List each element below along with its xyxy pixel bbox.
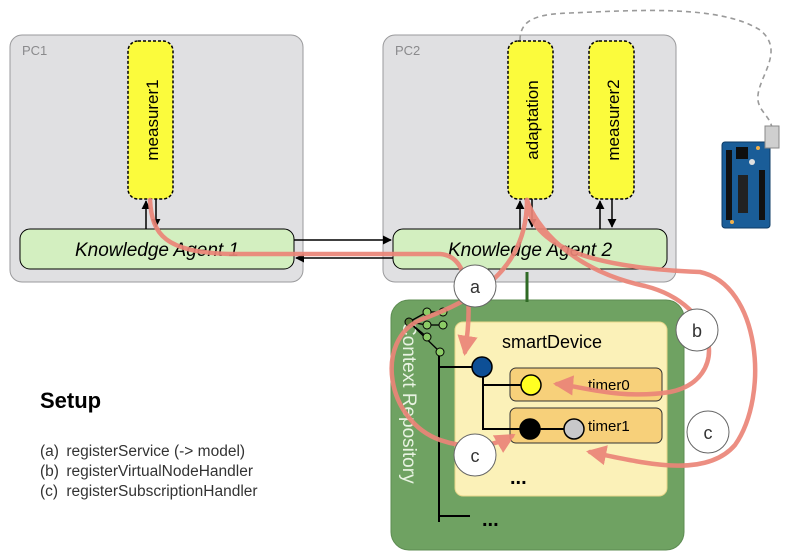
device-cable	[519, 9, 773, 129]
callout-c-right: c	[686, 410, 730, 454]
device-ellipsis: ...	[510, 467, 527, 489]
measurer2-label: measurer2	[604, 79, 623, 160]
context-repository-label: Context Repository	[398, 322, 419, 484]
callout-b: b	[675, 308, 719, 352]
measurer1-label: measurer1	[143, 79, 162, 160]
setup-title: Setup	[40, 388, 102, 413]
setup-item-b: (b) registerVirtualNodeHandler	[40, 463, 253, 480]
svg-text:c: c	[471, 446, 480, 466]
service-measurer2: measurer2	[588, 40, 635, 200]
svg-text:c: c	[704, 423, 713, 443]
pc2-label: PC2	[395, 43, 420, 58]
setup-item-a: (a) registerService (-> model)	[40, 443, 246, 460]
adaptation-label: adaptation	[523, 80, 542, 159]
service-adaptation: adaptation	[507, 40, 554, 200]
callout-c-left: c	[453, 433, 497, 477]
callout-a: a	[453, 264, 497, 308]
svg-text:a: a	[470, 277, 481, 297]
timer1-label: timer1	[588, 418, 630, 435]
timer1-value-node	[563, 418, 585, 440]
setup-item-c: (c) registerSubscriptionHandler	[40, 483, 258, 500]
repository-ellipsis: ...	[482, 509, 499, 531]
timer1-node	[519, 418, 541, 440]
setup-legend: Setup (a) registerService (-> model) (b)…	[40, 388, 258, 502]
timer0-node	[520, 374, 542, 396]
pc1-label: PC1	[22, 43, 47, 58]
arduino-board-icon	[721, 125, 780, 229]
knowledge-agent-1-label: Knowledge Agent 1	[75, 240, 239, 261]
knowledge-agent-1: Knowledge Agent 1	[19, 228, 295, 270]
svg-text:b: b	[692, 321, 702, 341]
smart-device-label: smartDevice	[502, 332, 602, 352]
timer1-box: timer1	[509, 407, 663, 444]
service-measurer1: measurer1	[127, 40, 174, 200]
smartdevice-node	[471, 356, 493, 378]
